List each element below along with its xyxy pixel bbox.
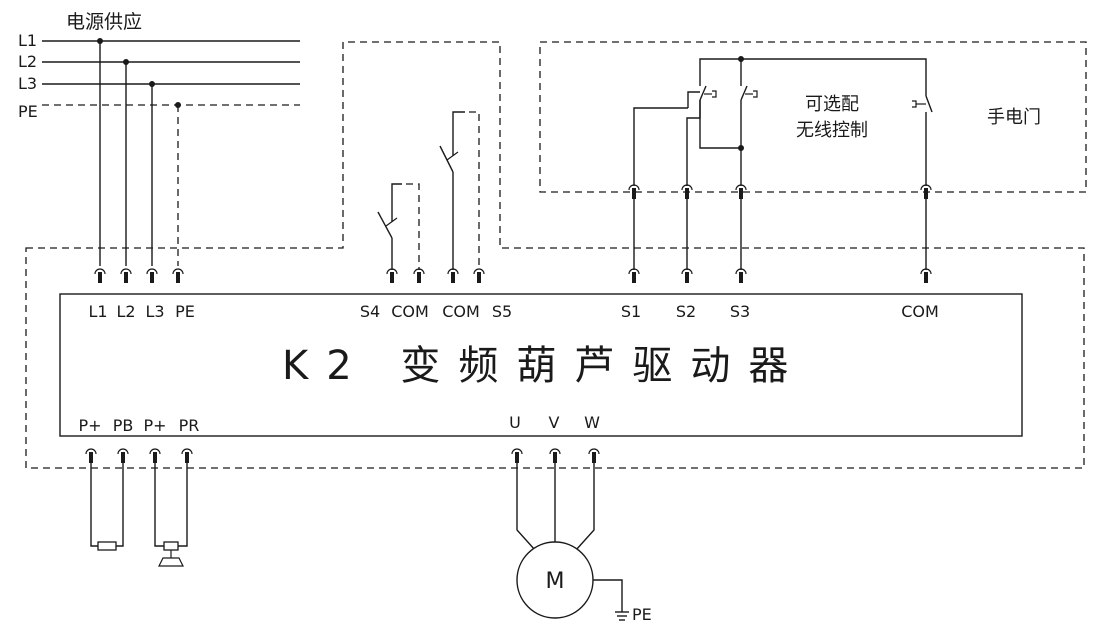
connector-icon: [117, 448, 129, 463]
terminal-label-v: V: [549, 413, 560, 432]
switch-contact-icon: [377, 211, 393, 239]
power-supply: 电源供应 L1 L2 L3 PE: [18, 11, 300, 266]
terminal-label-pe: PE: [175, 302, 195, 321]
connector-icon: [120, 268, 132, 283]
supply-label-l1: L1: [18, 31, 37, 50]
terminal-label-p-plus: P+: [78, 416, 101, 435]
junction-dot: [738, 56, 744, 62]
door-switch-contact-icon: [925, 95, 933, 113]
terminal-label-u: U: [509, 413, 521, 432]
terminal-label-pb: PB: [113, 416, 134, 435]
pushbutton-contact-icon: [740, 85, 748, 101]
connector-icon: [181, 448, 193, 463]
terminal-label-s2: S2: [676, 302, 696, 321]
connector-icon: [447, 268, 459, 283]
wireless-label-line1: 可选配: [805, 94, 859, 115]
hand-door-label: 手电门: [987, 107, 1041, 128]
top-connectors: [94, 268, 932, 283]
brake-resistor-pb: [90, 462, 124, 551]
bottom-connectors: [85, 448, 600, 463]
junction-dot: [175, 102, 181, 108]
connector-icon: [413, 268, 425, 283]
drive-box: [59, 293, 1023, 437]
terminal-label-com: COM: [901, 302, 939, 321]
junction-dot: [149, 81, 155, 87]
junction-dot: [123, 59, 129, 65]
power-supply-title: 电源供应: [66, 11, 142, 33]
connector-icon: [149, 448, 161, 463]
connector-icon: [549, 448, 561, 463]
drive-title: K2 变频葫芦驱动器: [282, 343, 806, 389]
terminal-label-l3: L3: [145, 302, 164, 321]
terminal-label-s4: S4: [360, 302, 380, 321]
terminal-label-com: COM: [442, 302, 480, 321]
connector-icon: [85, 448, 97, 463]
remote-internal-wiring: [633, 56, 933, 186]
terminal-label-s3: S3: [730, 302, 750, 321]
connector-icon: [681, 268, 693, 283]
control-wires: [633, 198, 927, 270]
terminal-label-com: COM: [391, 302, 429, 321]
resistor-icon: [97, 541, 117, 551]
connector-icon: [628, 268, 640, 283]
motor-label: M: [546, 569, 565, 594]
connector-icon: [511, 448, 523, 463]
terminal-label-s5: S5: [492, 302, 512, 321]
terminal-label-s1: S1: [621, 302, 641, 321]
terminal-label-l2: L2: [116, 302, 135, 321]
supply-label-l2: L2: [18, 52, 37, 71]
junction-dot: [738, 145, 744, 151]
brake-icon: [163, 541, 179, 551]
connector-icon: [735, 268, 747, 283]
controller-enclosure-outline: [25, 41, 1085, 469]
connector-icon: [920, 268, 932, 283]
top-terminal-labels: L1 L2 L3 PE S4 COM COM S5 S1 S2 S3 COM: [88, 302, 938, 321]
junction-dot: [97, 38, 103, 44]
bottom-terminal-labels: P+ PB P+ PR U V W: [78, 413, 600, 435]
motor: M PE: [516, 462, 652, 624]
supply-label-pe: PE: [18, 102, 38, 121]
connector-icon: [588, 448, 600, 463]
connector-icon: [146, 268, 158, 283]
terminal-label-pr: PR: [179, 416, 200, 435]
terminal-label-w: W: [584, 413, 600, 432]
limit-switch-s4: [377, 183, 420, 270]
motor-earth-label: PE: [632, 605, 652, 624]
switch-contact-icon: [439, 145, 454, 173]
connector-icon: [473, 268, 485, 283]
supply-label-l3: L3: [18, 74, 37, 93]
wireless-label-line2: 无线控制: [796, 120, 868, 141]
connector-icon: [386, 268, 398, 283]
brake-resistor-pr: [154, 462, 188, 567]
limit-switch-s5: [439, 111, 480, 270]
connector-icon: [94, 268, 106, 283]
connector-icon: [172, 268, 184, 283]
terminal-label-l1: L1: [88, 302, 107, 321]
terminal-label-p-plus: P+: [143, 416, 166, 435]
pushbutton-contact-icon: [699, 85, 707, 101]
